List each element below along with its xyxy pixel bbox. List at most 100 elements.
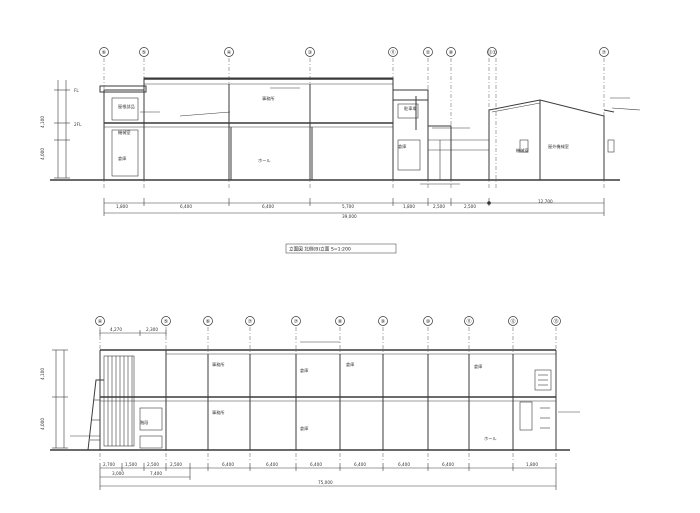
svg-text:2,500: 2,500 [147,462,159,467]
svg-text:5,700: 5,700 [342,204,354,209]
room-label: 階段 [140,419,149,426]
grid-bubble-label: ⑫① [487,49,497,56]
grid-bubble [508,316,518,326]
room-label: 事務所 [262,95,275,102]
grid-bubble-label: ④ [98,319,103,325]
svg-text:6,400: 6,400 [222,462,234,467]
svg-text:3,000: 3,000 [112,471,124,476]
grid-bubble [423,316,433,326]
grid-bubble [599,47,609,57]
grid-bubble [551,316,561,326]
svg-text:6,400: 6,400 [180,204,192,209]
room-label: 屋外機械室 [548,143,569,150]
svg-text:1,800: 1,800 [116,204,128,209]
svg-text:1,500: 1,500 [125,462,137,467]
room-label: 機械室 [516,147,529,154]
grid-bubble-label: ⑪ [390,49,395,56]
svg-text:FL: FL [74,88,79,93]
grid-bubble-label: ⑨ [381,319,385,325]
top-leaders [140,87,641,185]
grid-bubble-label: ⑤ [164,319,168,325]
grid-bubble [291,316,301,326]
grid-bubble [224,47,234,57]
svg-text:1,800: 1,800 [403,204,415,209]
grid-bubble [139,47,149,57]
svg-text:4,270: 4,270 [110,327,122,332]
grid-bubble [161,316,171,326]
grid-bubble [487,47,497,57]
room-label: ホール [484,436,497,441]
svg-text:6,400: 6,400 [442,462,454,467]
svg-text:2FL: 2FL [74,122,82,127]
top-title-box [285,243,397,254]
top-room-labels: 屋根部品 機械室 倉庫 事務所 ホール 倉庫 駐車場 機械室 屋外機械室 [118,95,569,163]
svg-text:2,500: 2,500 [170,462,182,467]
top-title: 立面図 北側(B)立面 S=1:200 [289,246,351,253]
svg-text:4,000: 4,000 [40,418,45,430]
svg-text:39,000: 39,000 [342,214,357,219]
room-label: 機械室 [118,129,131,136]
bottom-room-labels: 事務所 倉庫 倉庫 倉庫 倉庫 事務所 階段 ホール [140,361,497,441]
svg-text:6,400: 6,400 [266,462,278,467]
grid-bubble-label: ⑫ [510,318,515,325]
top-building-outline [50,77,620,181]
svg-text:2,300: 2,300 [146,327,158,332]
room-label: ホール [258,158,271,163]
svg-text:6,400: 6,400 [398,462,410,467]
svg-text:12,700: 12,700 [538,199,553,204]
grid-bubble-label: ④ [227,50,232,56]
grid-bubble-label: ⑩ [426,319,431,325]
grid-bubble-label: ⑧ [338,319,343,325]
grid-bubble [423,47,433,57]
bottom-grid-bubbles: ④ ⑤ ⑥ ⑦ ⑦ ⑧ ⑨ ⑩ ⑪ ⑫ ⑬ [95,316,561,326]
room-label: 倉庫 [398,143,406,150]
grid-bubble [203,316,213,326]
svg-text:6,400: 6,400 [310,462,322,467]
svg-text:1,800: 1,800 [526,462,538,467]
grid-bubble-label: ⑤ [142,50,146,56]
room-label: 事務所 [212,409,225,416]
svg-text:6,400: 6,400 [354,462,366,467]
grid-bubble-label: ⑦ [294,319,299,325]
room-label: 事務所 [212,361,225,368]
svg-text:6,400: 6,400 [262,204,274,209]
grid-bubble-label: ⑦ [248,319,253,325]
top-grid-bubbles: ⑥ ⑤ ④ ③ ⑪ ② ⑧ ⑫① ⑦ [99,47,609,57]
grid-bubble [305,47,315,57]
svg-text:2,500: 2,500 [464,204,476,209]
room-label: 倉庫 [300,367,308,374]
grid-bubble-label: ⑥ [102,50,107,56]
grid-bubble-label: ⑦ [602,50,607,56]
top-level-markers: 4,100 4,000 FL 2FL [40,80,82,179]
svg-text:4,100: 4,100 [40,116,45,128]
grid-bubble-label: ③ [308,50,312,56]
grid-bubble-label: ⑬ [553,318,558,325]
grid-bubble-label: ⑥ [206,319,211,325]
bottom-leaders [70,341,580,437]
grid-bubble [446,47,456,57]
bottom-top-dims: 4,270 2,300 [99,327,167,336]
room-label: 駐車場 [404,105,417,112]
grid-bubble-label: ② [426,50,431,56]
bottom-building-outline [50,349,570,451]
bottom-level-markers: 4,100 4,000 [40,349,68,449]
svg-text:4,000: 4,000 [40,148,45,160]
svg-text:2,500: 2,500 [433,204,445,209]
room-label: 倉庫 [346,361,354,368]
grid-bubble-label: ⑪ [466,318,471,325]
grid-bubble [99,47,109,57]
room-label: 倉庫 [300,425,308,432]
bottom-elevation: ④ ⑤ ⑥ ⑦ ⑦ ⑧ ⑨ ⑩ ⑪ ⑫ ⑬ [40,316,580,490]
grid-bubble [95,316,105,326]
top-dimensions: 1,800 6,400 6,400 5,700 1,800 2,500 2,50… [103,198,605,219]
grid-bubble [245,316,255,326]
room-label: 倉庫 [474,363,482,370]
room-label: 屋根部品 [118,103,135,110]
svg-text:75,000: 75,000 [318,480,333,485]
grid-bubble [335,316,345,326]
room-label: 倉庫 [118,155,126,162]
svg-text:2,700: 2,700 [103,462,115,467]
bottom-dimensions: 2,700 1,500 2,500 2,500 6,400 6,400 6,40… [99,462,557,490]
svg-text:4,100: 4,100 [40,368,45,380]
